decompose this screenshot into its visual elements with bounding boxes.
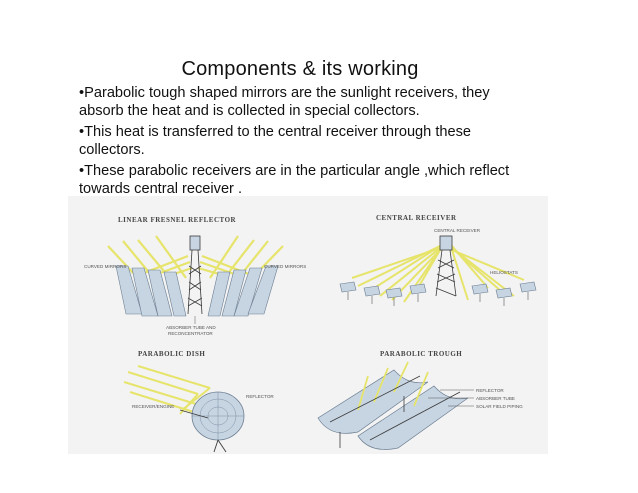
parabolic-trough-title: PARABOLIC TROUGH (380, 350, 462, 358)
parabolic-dish-panel: PARABOLIC DISH REFLECTOR RECEIVER/ENGINE (123, 350, 274, 453)
central-receiver-label: CENTRAL RECEIVER (434, 228, 481, 233)
csp-technologies-figure: LINEAR FRESNEL REFLECTOR (68, 196, 548, 454)
parabolic-trough-panel: PARABOLIC TROUGH REFLECTOR ABSORBER TUBE… (317, 350, 523, 450)
trough-piping-label: SOLAR FIELD PIPING (476, 404, 523, 409)
trough-piping (329, 375, 461, 448)
trough-reflector-label: REFLECTOR (476, 388, 504, 393)
absorber-label-line1: ABSORBER TUBE AND (166, 325, 216, 330)
fresnel-mirrors-left (115, 265, 187, 317)
bullet-list: •Parabolic tough shaped mirrors are the … (79, 85, 519, 202)
trough-collectors (317, 369, 469, 450)
linear-fresnel-panel: LINEAR FRESNEL REFLECTOR (84, 216, 306, 336)
bullet-item: •Parabolic tough shaped mirrors are the … (79, 85, 490, 119)
receiver-engine-label: RECEIVER/ENGINE (132, 404, 174, 409)
bullet-item: •This heat is transferred to the central… (79, 124, 472, 158)
slide-title: Components & its working (181, 58, 419, 80)
parabolic-dish-title: PARABOLIC DISH (138, 350, 205, 358)
heliostat-posts (347, 292, 529, 306)
linear-fresnel-title: LINEAR FRESNEL REFLECTOR (118, 216, 237, 224)
heliostats (339, 281, 537, 299)
figure-svg: LINEAR FRESNEL REFLECTOR (84, 214, 537, 453)
curved-mirrors-right-label: CURVED MIRRORS (264, 264, 306, 269)
receiver-tower (435, 235, 457, 297)
bullet-item: •These parabolic receivers are in the pa… (79, 163, 510, 197)
trough-rays (357, 361, 429, 411)
curved-mirrors-left-label: CURVED MIRRORS (84, 264, 126, 269)
receiver-rays (351, 245, 525, 303)
fresnel-mirrors-right (207, 265, 279, 317)
heliostats-label: HELIOSTATS (490, 270, 518, 275)
absorber-label-line2: RECONCENTRATOR (168, 331, 213, 336)
central-receiver-panel: CENTRAL RECEIVER CENTRAL RECEIVER (339, 214, 537, 306)
dish-reflector-label: REFLECTOR (246, 394, 274, 399)
dish-stand (179, 409, 227, 453)
dish-rays (123, 365, 211, 415)
trough-absorber-label: ABSORBER TUBE (476, 396, 515, 401)
central-receiver-title: CENTRAL RECEIVER (376, 214, 457, 222)
absorber-tower (187, 235, 203, 315)
